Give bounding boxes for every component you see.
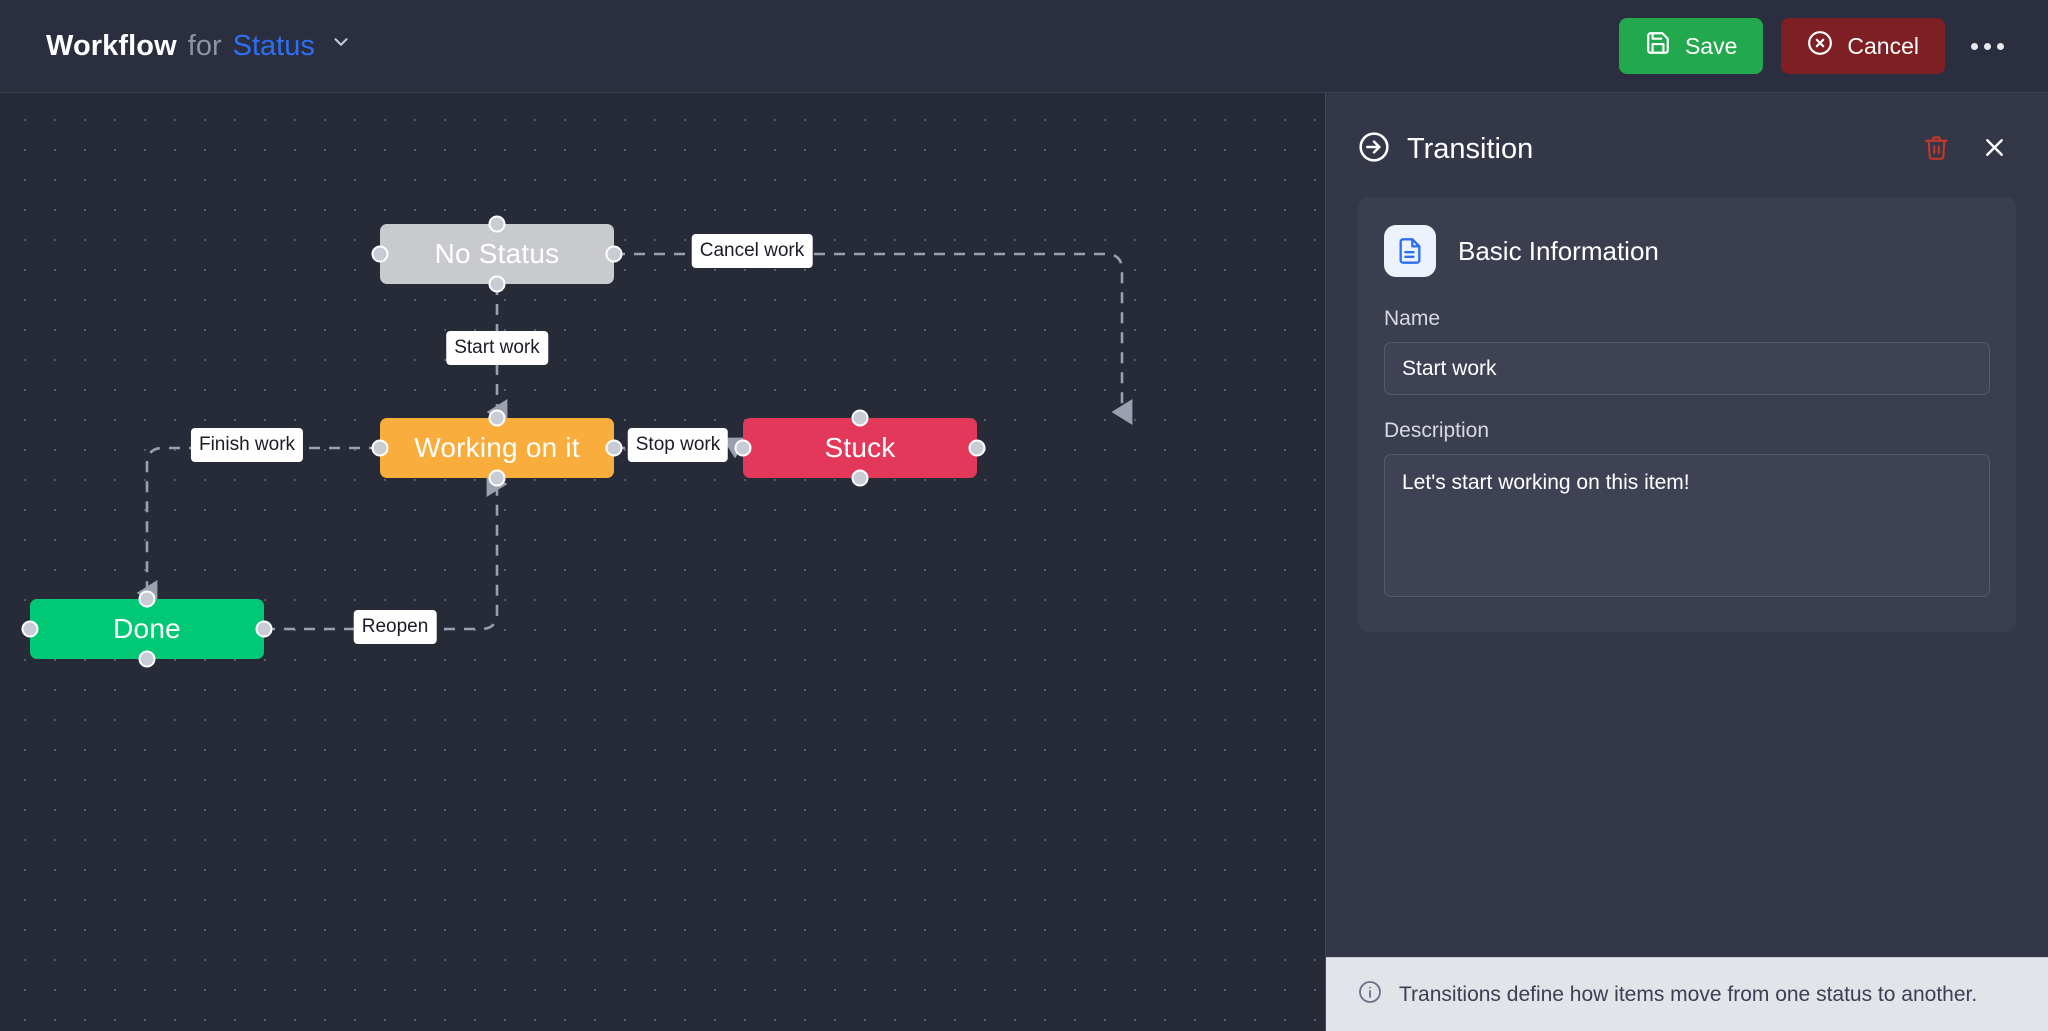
info-circle-icon xyxy=(1358,980,1382,1009)
edge-label-cancel-work[interactable]: Cancel work xyxy=(691,234,813,268)
chevron-down-icon[interactable] xyxy=(330,31,352,53)
handle-bottom[interactable] xyxy=(488,275,506,293)
transition-details-panel: Transition Basic Information xyxy=(1325,93,2048,1031)
node-stuck[interactable]: Stuck xyxy=(734,409,986,487)
more-horizontal-icon[interactable] xyxy=(1959,18,2015,74)
handle-bottom[interactable] xyxy=(138,650,156,668)
handle-top[interactable] xyxy=(851,409,869,427)
handle-right[interactable] xyxy=(968,439,986,457)
edge-layer xyxy=(136,252,1133,631)
top-toolbar: Workflow for Status Save Cancel xyxy=(0,0,2048,93)
panel-title: Transition xyxy=(1407,132,1534,165)
edge-label-stop-work[interactable]: Stop work xyxy=(627,428,729,462)
page-title-connector: for xyxy=(187,29,222,62)
edge-label-start-work[interactable]: Start work xyxy=(446,331,548,365)
save-button[interactable]: Save xyxy=(1618,18,1764,74)
edge-reopen xyxy=(264,471,508,631)
footer-hint-text: Transitions define how items move from o… xyxy=(1399,982,1978,1006)
edge-label-reopen[interactable]: Reopen xyxy=(353,610,437,644)
edge-label-finish-work[interactable]: Finish work xyxy=(190,428,304,462)
close-panel-button[interactable] xyxy=(1972,127,2016,171)
handle-left[interactable] xyxy=(21,620,39,638)
cancel-button-label: Cancel xyxy=(1847,32,1919,59)
edge-cancel-work xyxy=(614,252,1133,425)
cancel-button[interactable]: Cancel xyxy=(1781,18,1945,74)
document-icon xyxy=(1384,225,1436,277)
field-spacer xyxy=(1384,395,1990,419)
panel-body: Basic Information Name Description xyxy=(1326,197,2048,957)
page-title-accent: Status xyxy=(232,29,315,62)
edge-finish-work xyxy=(136,446,380,606)
handle-left[interactable] xyxy=(371,245,389,263)
save-floppy-icon xyxy=(1645,30,1671,62)
handle-bottom[interactable] xyxy=(851,469,869,487)
card-title: Basic Information xyxy=(1458,235,1659,266)
name-input[interactable] xyxy=(1384,342,1990,395)
delete-transition-button[interactable] xyxy=(1914,127,1958,171)
node-working-on-it[interactable]: Working on it xyxy=(371,409,623,487)
handle-right[interactable] xyxy=(605,245,623,263)
handle-left[interactable] xyxy=(734,439,752,457)
handle-right[interactable] xyxy=(605,439,623,457)
page-title-strong: Workflow xyxy=(46,29,177,62)
handle-top[interactable] xyxy=(488,215,506,233)
handle-top[interactable] xyxy=(488,409,506,427)
node-done[interactable]: Done xyxy=(21,590,273,668)
save-button-label: Save xyxy=(1684,32,1738,59)
node-no-status[interactable]: No Status xyxy=(371,215,623,293)
name-field-label: Name xyxy=(1384,307,1441,330)
card-header: Basic Information xyxy=(1384,225,1990,277)
description-textarea[interactable] xyxy=(1384,454,1990,597)
node-label: Done xyxy=(113,613,181,644)
close-x-icon xyxy=(1980,133,2009,165)
circle-x-icon xyxy=(1807,30,1833,62)
handle-bottom[interactable] xyxy=(488,469,506,487)
node-label: No Status xyxy=(434,238,560,269)
node-label: Stuck xyxy=(824,432,896,463)
trash-icon xyxy=(1923,134,1950,164)
handle-top[interactable] xyxy=(138,590,156,608)
workflow-canvas[interactable]: No Status Working on it Stuck Done xyxy=(0,93,1325,1031)
node-label: Working on it xyxy=(414,432,580,463)
handle-right[interactable] xyxy=(255,620,273,638)
handle-left[interactable] xyxy=(371,439,389,457)
arrow-right-circle-icon xyxy=(1358,131,1390,168)
panel-footer-hint: Transitions define how items move from o… xyxy=(1326,957,2048,1031)
basic-information-card: Basic Information Name Description xyxy=(1358,197,2016,632)
description-field-label: Description xyxy=(1384,419,1490,442)
page-title[interactable]: Workflow for Status xyxy=(46,30,1619,63)
panel-header: Transition xyxy=(1326,93,2048,197)
